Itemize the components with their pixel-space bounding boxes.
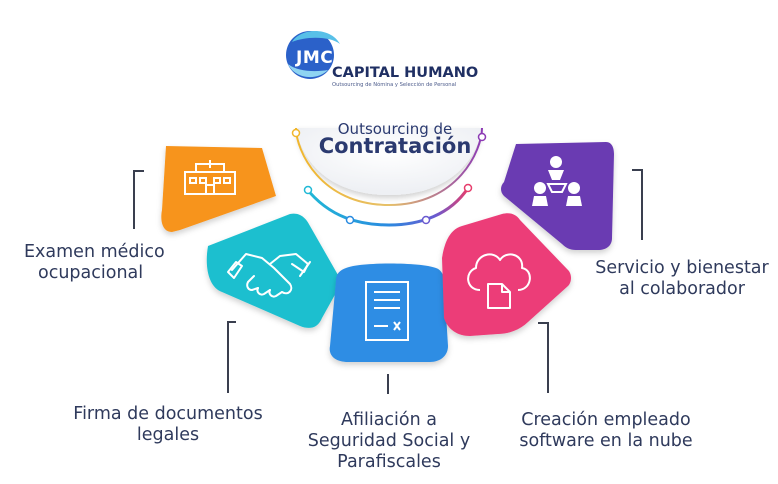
document-icon [365, 281, 409, 341]
logo-title: CAPITAL HUMANO [332, 65, 479, 81]
segment-social-security [329, 263, 448, 362]
team-icon [532, 156, 582, 206]
label-social-security: Afiliación a Seguridad Social y Parafisc… [300, 410, 478, 473]
label-social-line2: Seguridad Social y [307, 431, 471, 451]
center-title-line1: Outsourcing de [337, 120, 453, 138]
label-cloud-software: Creación empleado software en la nube [508, 410, 704, 452]
label-wellbeing-line2: al colaborador [619, 279, 745, 299]
label-wellbeing-line1: Servicio y bienestar [595, 258, 769, 278]
label-medical-line2: ocupacional [38, 263, 144, 283]
label-cloud-line1: Creación empleado [521, 410, 691, 430]
handshake-icon [227, 253, 311, 298]
label-wellbeing: Servicio y bienestar al colaborador [587, 258, 777, 300]
logo: JMC CAPITAL HUMANO Outsourcing de Nómina… [282, 30, 522, 90]
label-medical-exam: Examen médico ocupacional [24, 242, 165, 284]
label-social-line1: Afiliación a [340, 410, 437, 430]
center-title-line2: Contratación [318, 134, 472, 158]
logo-mark: JMC [296, 48, 334, 68]
label-social-line3: Parafiscales [337, 452, 441, 472]
segment-medical [161, 146, 276, 232]
logo-swirl-icon [286, 31, 340, 79]
hospital-icon [184, 160, 236, 195]
logo-subtitle: Outsourcing de Nómina y Selección de Per… [332, 82, 457, 88]
connector-lines [133, 169, 643, 394]
center-badge [291, 127, 487, 227]
segment-cloud-software [442, 213, 571, 336]
label-legal-docs: Firma de documentos legales [63, 404, 273, 446]
segment-documents [206, 213, 342, 328]
segment-wellbeing [501, 142, 614, 250]
label-cloud-line2: software en la nube [519, 431, 693, 451]
cloud-file-icon [467, 253, 531, 309]
label-legal-line1: Firma de documentos [73, 404, 263, 424]
label-legal-line2: legales [136, 425, 200, 445]
label-medical-line1: Examen médico [24, 242, 165, 262]
